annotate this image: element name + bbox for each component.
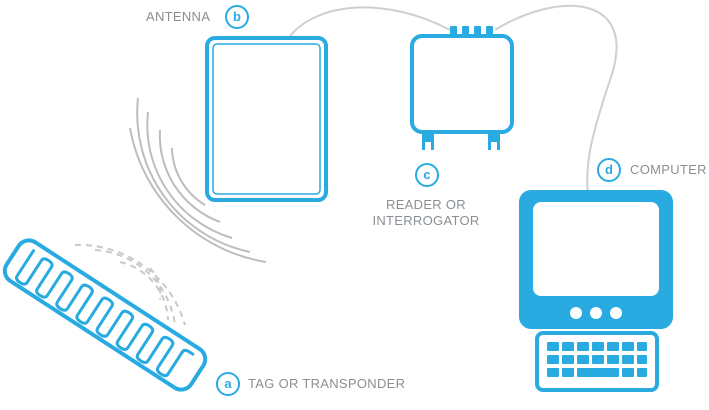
computer-monitor-icon — [519, 190, 673, 329]
reader-label-line2: INTERROGATOR — [372, 213, 480, 228]
antenna-reader-wire — [289, 6, 451, 37]
antenna-letter-badge: b — [225, 5, 249, 29]
antenna-wave-icon — [129, 97, 267, 263]
tag-letter-badge: a — [216, 372, 240, 396]
keyboard-icon — [535, 331, 659, 392]
tag-label: TAG OR TRANSPONDER — [248, 376, 406, 391]
reader-letter-badge: c — [415, 163, 439, 187]
computer-label: COMPUTER — [630, 162, 707, 177]
tag-wave-icon — [74, 243, 186, 326]
antenna-icon — [205, 36, 328, 202]
computer-letter-badge: d — [597, 158, 621, 182]
reader-label: READER OR INTERROGATOR — [371, 197, 481, 229]
antenna-label: ANTENNA — [146, 9, 211, 24]
reader-label-line1: READER OR — [386, 197, 466, 212]
reader-icon — [410, 26, 514, 152]
tag-icon — [2, 238, 208, 392]
reader-computer-wire — [494, 4, 618, 196]
